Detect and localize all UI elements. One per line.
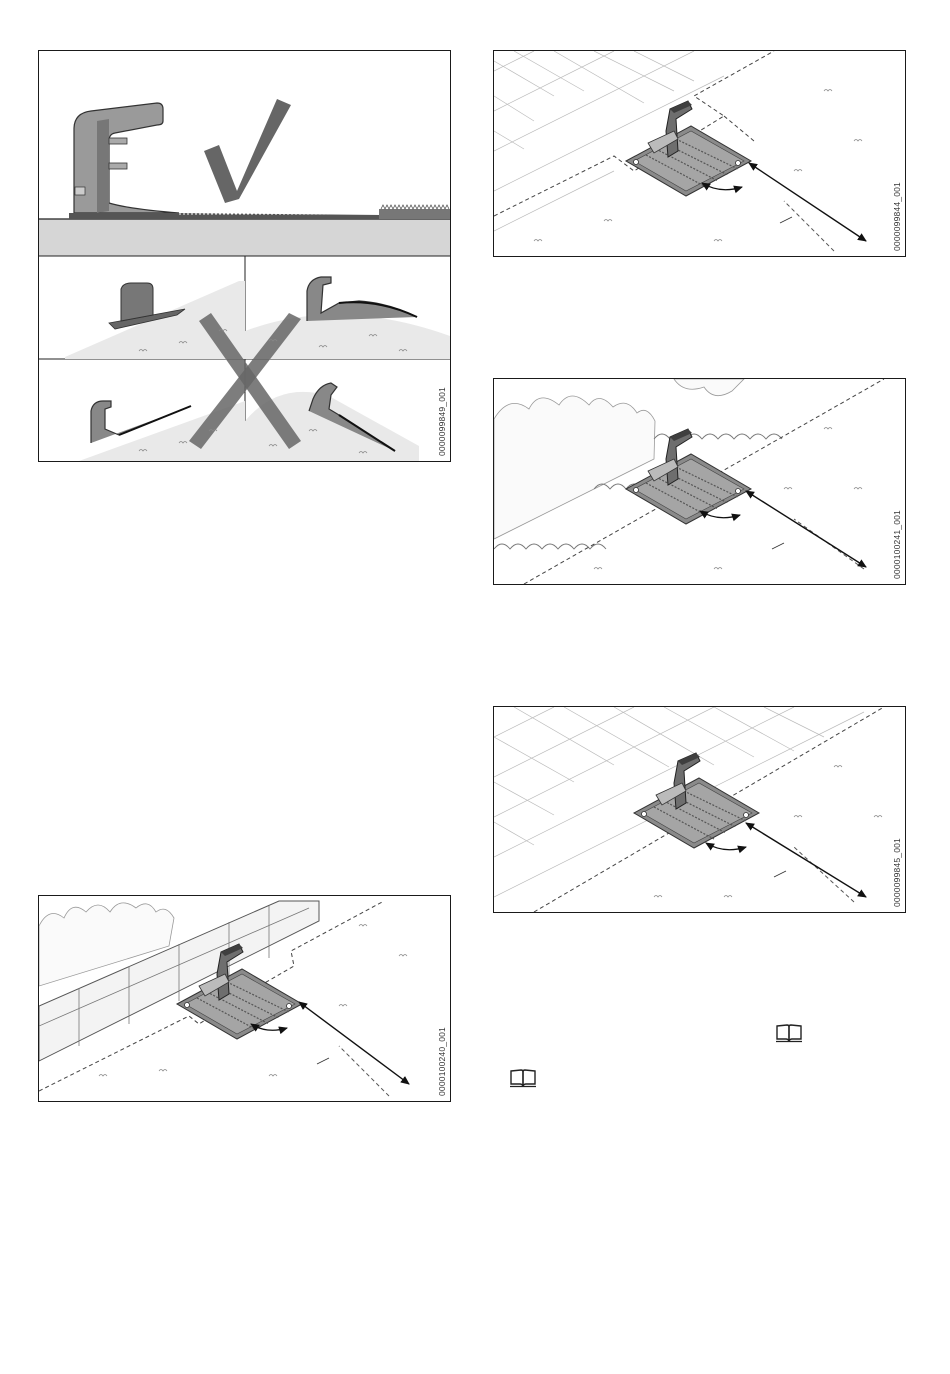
figure-id-label: 0000100241_001 [892,510,902,579]
illustration-dock-bushes [494,379,905,584]
figure-id-label: 0000099845_001 [892,838,902,907]
figure-id-label: 0000099849_001 [437,387,447,456]
book-icon[interactable] [509,1068,537,1088]
figure-dock-level-ground: 0000099849_001 [38,50,451,462]
book-icon[interactable] [775,1023,803,1043]
illustration-dock-path [494,707,905,912]
illustration-dock-paving [494,51,905,256]
illustration-dock-level [39,51,450,461]
figure-id-label: 0000100240_001 [437,1027,447,1096]
illustration-dock-kerb [39,896,450,1101]
figure-dock-paving: 0000099844_001 [493,50,906,257]
figure-dock-kerb: 0000100240_001 [38,895,451,1102]
figure-dock-path: 0000099845_001 [493,706,906,913]
figure-dock-bushes: 0000100241_001 [493,378,906,585]
figure-id-label: 0000099844_001 [892,182,902,251]
